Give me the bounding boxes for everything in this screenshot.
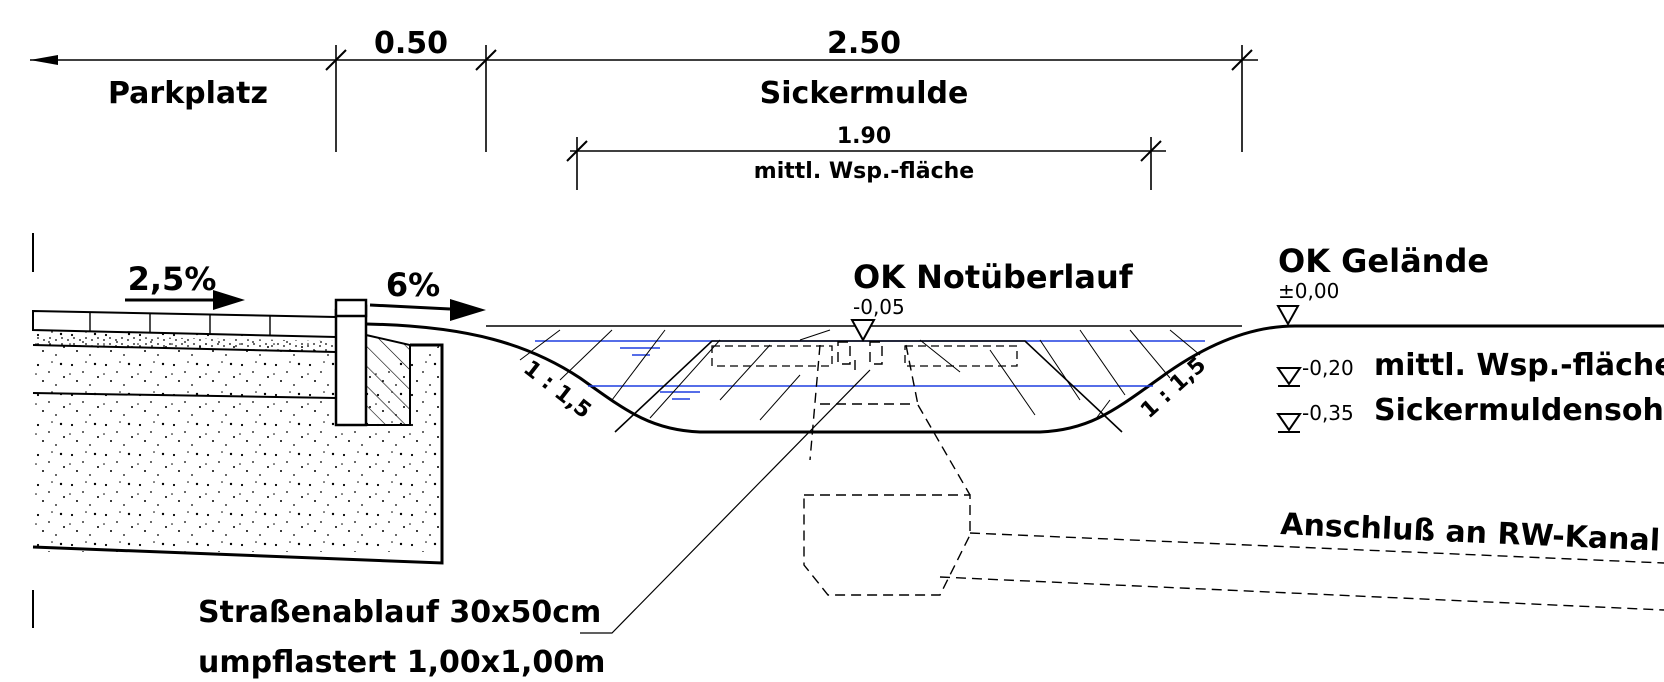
inlet-leader: [580, 369, 871, 634]
inlet-note-line1: Straßenablauf 30x50cm: [198, 595, 601, 630]
ramp-slope-arrow: [369, 299, 486, 321]
water-width-caption: mittl. Wsp.-fläche: [754, 159, 974, 184]
water-level-label: mittl. Wsp.-fläche: [1374, 348, 1664, 383]
street-inlet: [803, 341, 1664, 611]
overflow-title: OK Notüberlauf: [853, 258, 1134, 296]
connection-note: Anschluß an RW-Kanal: [1280, 507, 1661, 559]
gap-width-label: 0.50: [374, 26, 448, 61]
mulde-width-label: 2.50: [827, 26, 901, 61]
ground-value: ±0,00: [1278, 279, 1339, 303]
curb-stone: [334, 298, 411, 427]
mulde-label: Sickermulde: [760, 76, 969, 111]
water-level-value: -0,20: [1302, 356, 1354, 380]
water-level-icon: [1276, 367, 1302, 387]
parking-slope-arrow: [125, 290, 245, 310]
dimension-chain: [30, 45, 1258, 152]
sole-level-label: Sickermuldensohle: [1374, 393, 1664, 428]
parking-slope-label: 2,5%: [128, 260, 217, 298]
water-width-label: 1.90: [837, 124, 891, 149]
left-embankment-slope: 1 : 1,5: [518, 356, 595, 424]
overflow-level-icon: [850, 319, 876, 343]
overflow-value: -0,05: [853, 295, 905, 319]
sole-level-icon: [1276, 413, 1302, 433]
ground-level-icon: [1276, 305, 1300, 327]
parkplatz-arrowhead: [30, 55, 58, 65]
water-dimension: [566, 137, 1166, 190]
parkplatz-label: Parkplatz: [108, 76, 268, 111]
sole-level-value: -0,35: [1302, 401, 1354, 425]
ground-title: OK Gelände: [1278, 242, 1489, 280]
ramp-slope-label: 6%: [386, 266, 440, 304]
inlet-note-line2: umpflastert 1,00x1,00m: [198, 645, 605, 680]
